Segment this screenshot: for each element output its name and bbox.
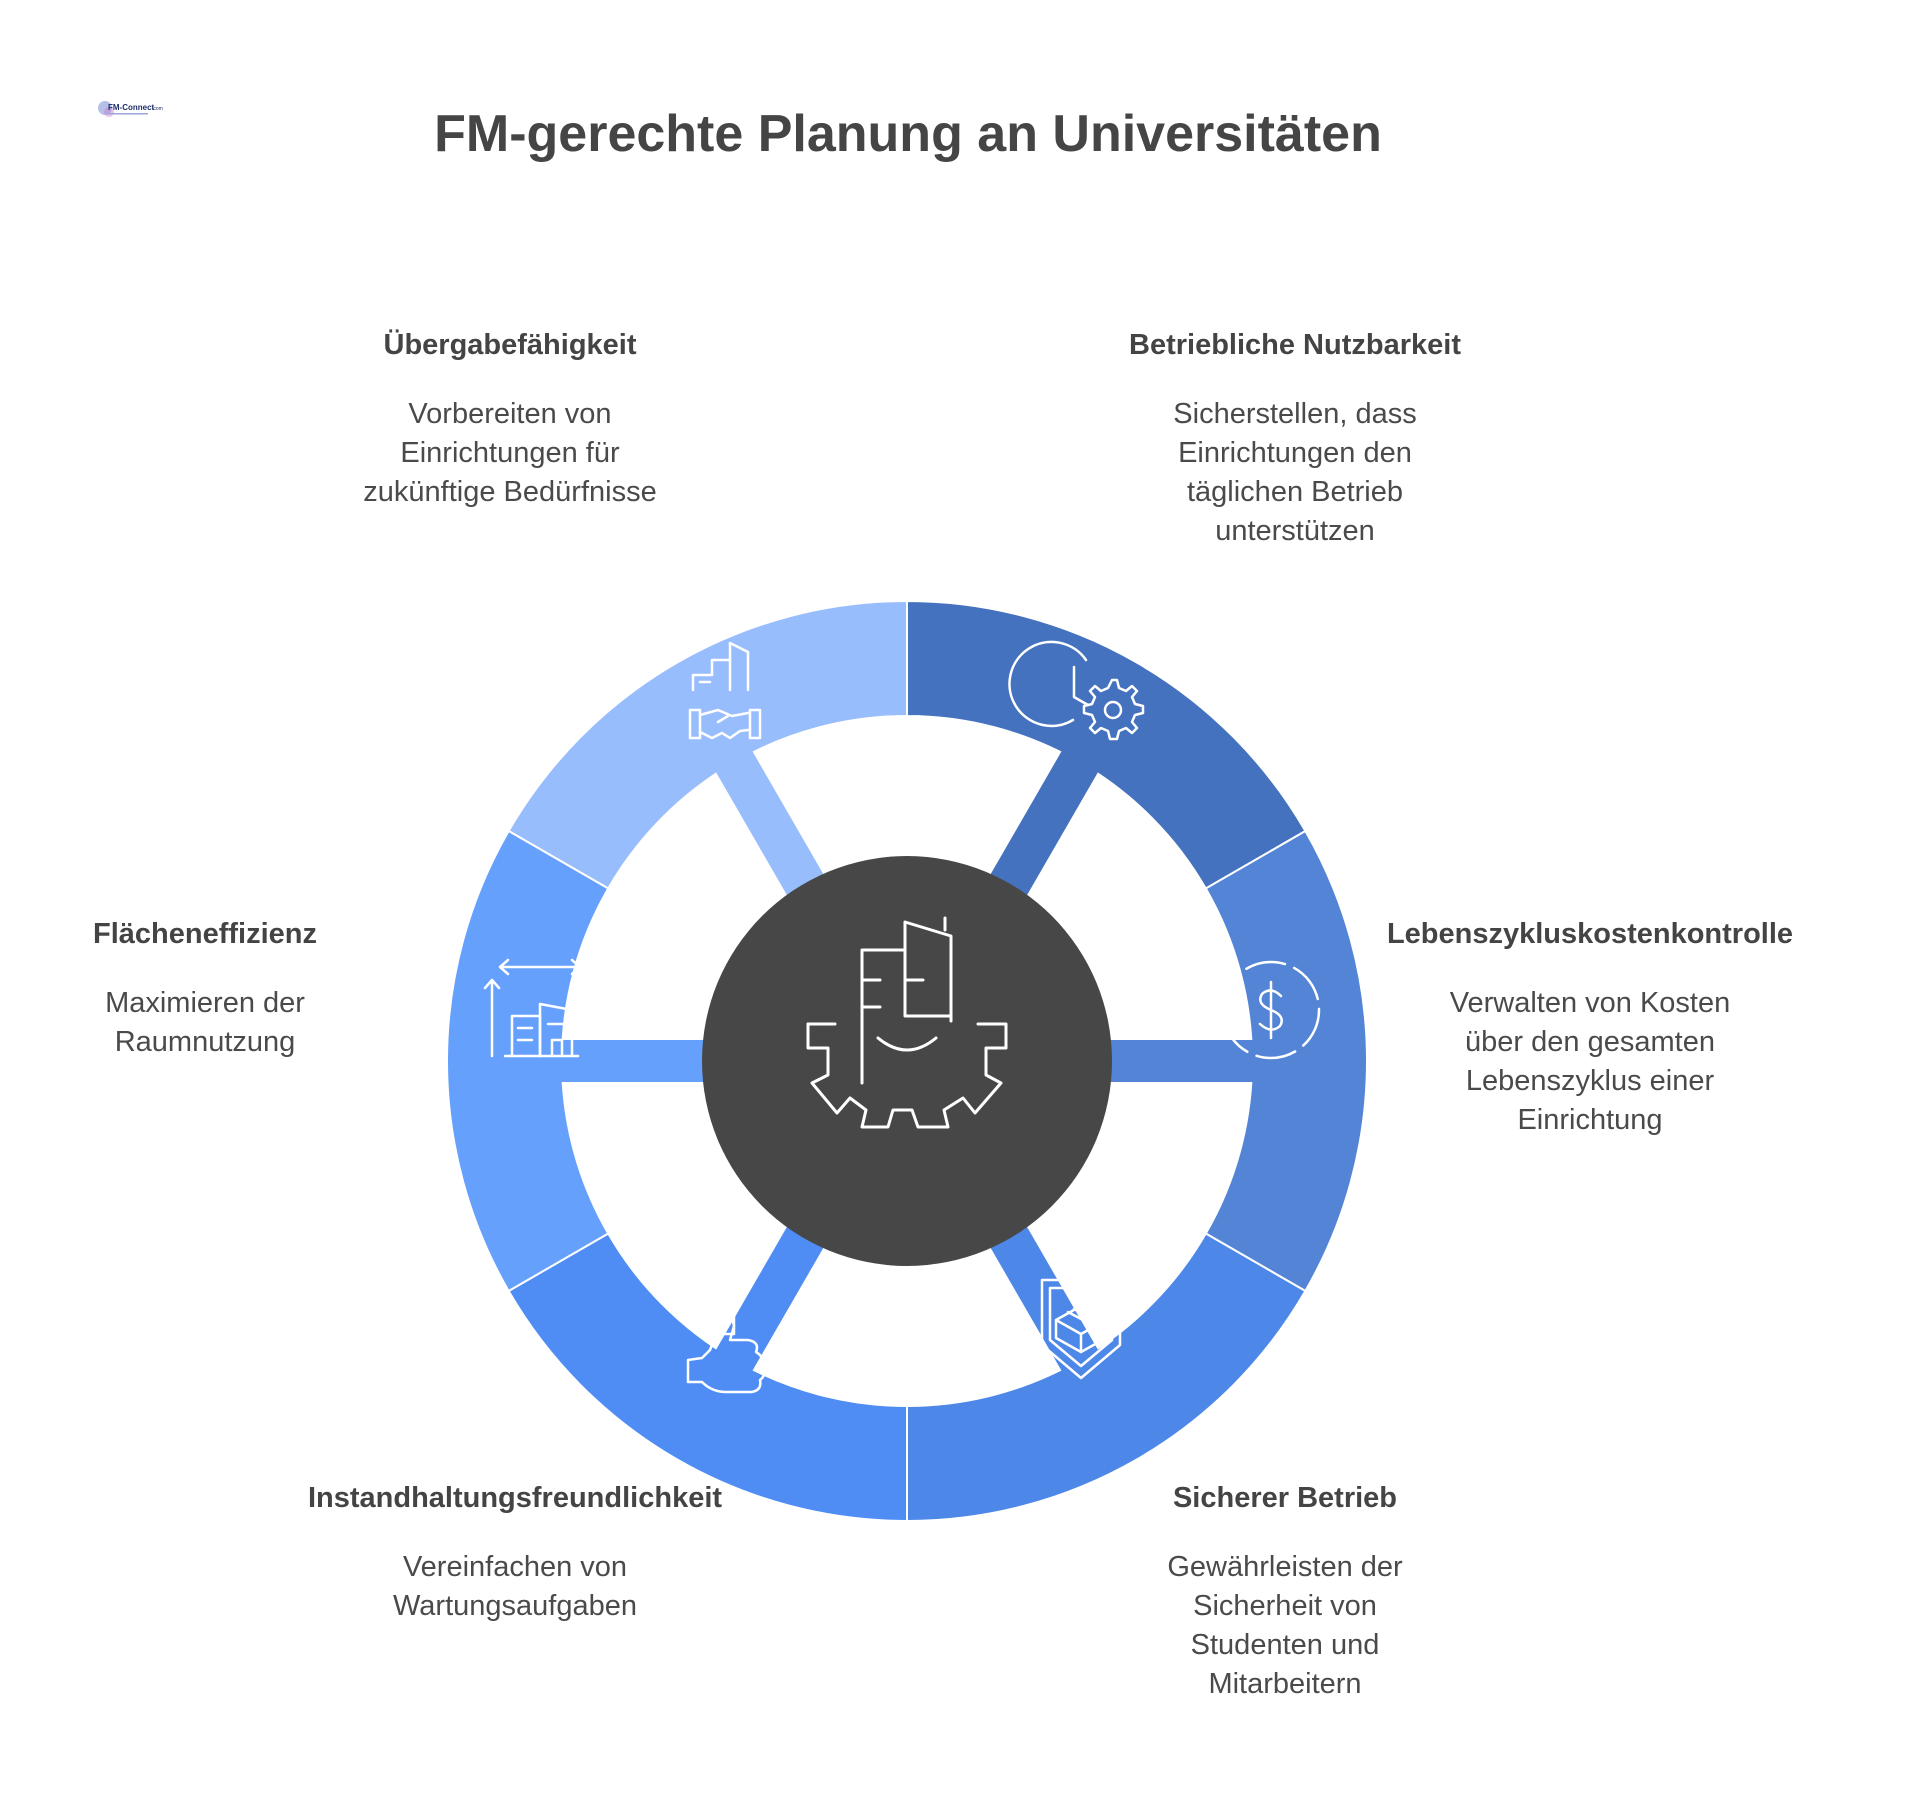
building-handshake-icon <box>688 641 762 740</box>
clock-gear-icon <box>1008 640 1145 741</box>
fm-connect-logo: FM-Connect .com <box>98 101 163 117</box>
block-kosten: Lebenszykluskostenkontrolle Verwalten vo… <box>1370 914 1810 1140</box>
segment-betrieb <box>906 599 1307 890</box>
page-title: FM-gerechte Planung an Universitäten <box>434 105 1382 163</box>
heading-flaeche: Flächeneffizienz <box>93 918 317 950</box>
wrench-thumbs-up-icon <box>686 1278 766 1394</box>
heading-uebergabe: Übergabefähigkeit <box>383 329 637 361</box>
segment-flaeche <box>446 829 610 1293</box>
description-instand: Vereinfachen von Wartungsaufgaben <box>393 1551 637 1622</box>
heading-instand: Instandhaltungsfreundlichkeit <box>307 1482 723 1514</box>
block-betrieb: Betriebliche Nutzbarkeit Sicherstellen, … <box>1090 325 1500 551</box>
svg-text:.com: .com <box>152 106 163 112</box>
block-flaeche: Flächeneffizienz Maximieren der Raumnutz… <box>55 914 355 1062</box>
heading-betrieb: Betriebliche Nutzbarkeit <box>1129 329 1461 361</box>
description-flaeche: Maximieren der Raumnutzung <box>105 987 305 1058</box>
description-uebergabe: Vorbereiten von Einrichtungen für zukünf… <box>363 398 657 508</box>
block-uebergabe: Übergabefähigkeit Vorbereiten von Einric… <box>310 325 710 512</box>
segment-uebergabe <box>507 599 908 890</box>
building-measure-icon <box>483 958 582 1058</box>
heading-sicher: Sicherer Betrieb <box>1172 1482 1398 1514</box>
description-betrieb: Sicherstellen, dass Einrichtungen den tä… <box>1173 398 1417 547</box>
description-kosten: Verwalten von Kosten über den gesamten L… <box>1449 987 1731 1136</box>
block-instand: Instandhaltungsfreundlichkeit Vereinfach… <box>270 1478 760 1626</box>
block-sicher: Sicherer Betrieb Gewährleisten der Siche… <box>1110 1478 1460 1704</box>
shield-box-icon <box>1040 1278 1122 1380</box>
dollar-circle-icon <box>1221 960 1321 1060</box>
center-hub <box>702 856 1112 1266</box>
description-sicher: Gewährleisten der Sicherheit von Student… <box>1167 1551 1403 1700</box>
heading-kosten: Lebenszykluskostenkontrolle <box>1386 918 1794 950</box>
svg-text:FM-Connect: FM-Connect <box>108 103 155 112</box>
building-gear-icon <box>806 916 1008 1129</box>
